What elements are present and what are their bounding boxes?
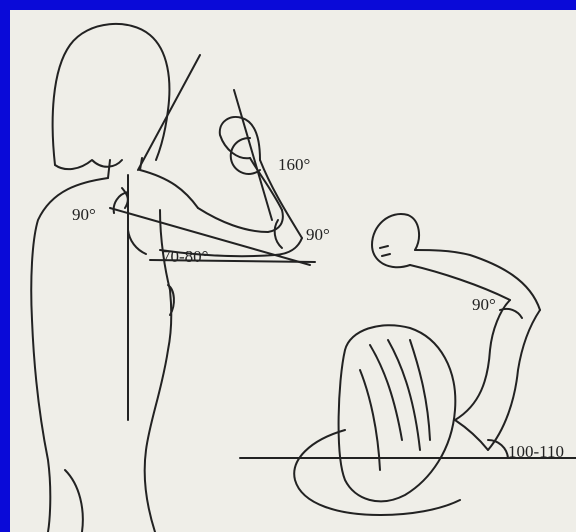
- right-shoulder-top: [455, 420, 488, 450]
- forearm-axis-line: [234, 90, 272, 220]
- label-90-back: 90°: [72, 205, 96, 224]
- label-70-80: 70-80°: [162, 247, 208, 266]
- scapula-contour: [122, 188, 128, 208]
- label-160: 160°: [278, 155, 310, 174]
- hair-bottom: [55, 160, 122, 169]
- left-torso-outline: [31, 178, 108, 532]
- illustration-sheet: 90° 160° 90° 70-80° 90° 100-110: [10, 10, 576, 532]
- raised-fist-top-view: [372, 214, 419, 267]
- neck: [108, 158, 142, 178]
- standing-figure-back-view: [31, 24, 315, 532]
- label-90-elbow: 90°: [306, 225, 330, 244]
- raised-fist: [220, 117, 260, 160]
- upper-arm-outer: [455, 300, 510, 420]
- upper-arm-inner: [488, 310, 540, 450]
- label-90-arm: 90°: [472, 295, 496, 314]
- arm-axis-line: [110, 208, 310, 265]
- knuckles: [380, 246, 390, 256]
- arc-100-110: [488, 440, 508, 458]
- arc-70-80: [128, 230, 146, 254]
- hair-strands: [360, 340, 430, 470]
- shoulder-range-of-motion-diagram: 90° 160° 90° 70-80° 90° 100-110: [10, 10, 576, 532]
- label-100-110: 100-110: [508, 442, 564, 461]
- right-shoulder: [140, 170, 198, 208]
- hip-contour: [65, 470, 83, 532]
